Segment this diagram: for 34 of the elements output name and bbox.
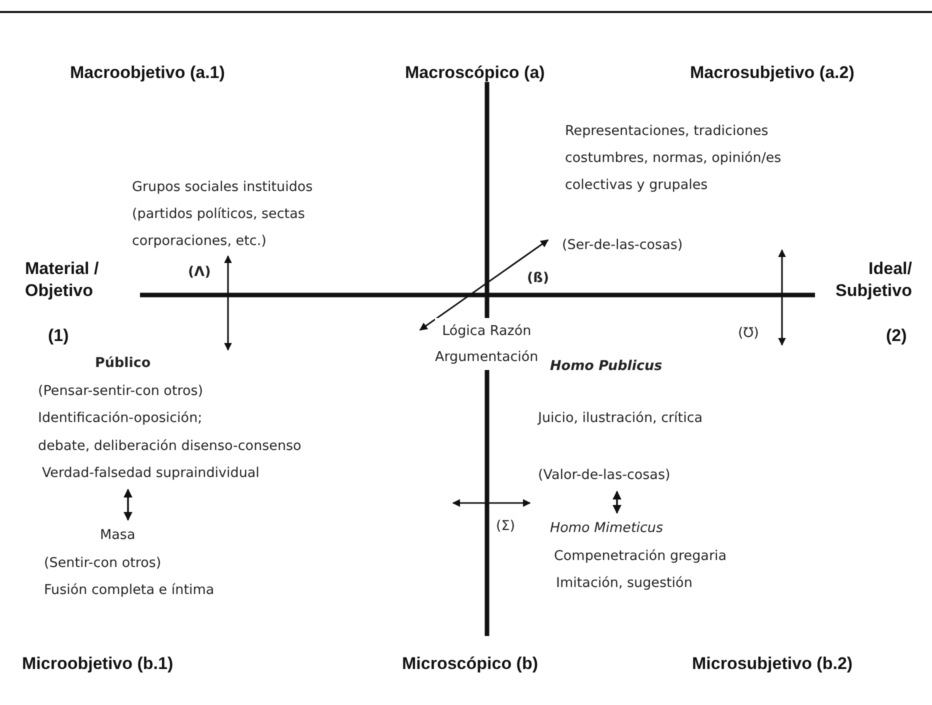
axis-label: Microscópico (b) <box>402 653 538 675</box>
text-label: (Σ) <box>496 517 516 536</box>
text-label: Juicio, ilustración, crítica <box>538 409 703 428</box>
axis-label: Macroscópico (a) <box>405 62 545 84</box>
text-line: Fusión completa e íntima <box>44 581 214 600</box>
text-label: (Ʊ) <box>738 324 759 343</box>
text-label: Representaciones, tradiciones costumbres, normas, opinión/es colectivas y grupales <box>565 122 782 195</box>
axis-label: Material / Objetivo <box>25 258 100 302</box>
text-label: Grupos sociales instituidos (partidos políticos, sectas corporaciones, etc.) <box>132 178 314 251</box>
text-line: (Valor-de-las-cosas) <box>538 466 670 485</box>
axis-label: Ideal/ Subjetivo <box>834 258 912 302</box>
axis-label: Macrosubjetivo (a.2) <box>690 62 854 84</box>
text-line: debate, deliberación disenso-consenso <box>38 436 302 456</box>
text-label: Homo Publicus <box>550 357 662 376</box>
symbol-label: (ß) <box>527 269 550 288</box>
text-line: (Sentir-con otros) <box>44 554 162 572</box>
text-label: Lógica Razón Argumentación <box>435 318 538 370</box>
text-line: Masa <box>100 526 136 545</box>
axis-label: (2) <box>886 325 907 347</box>
text-label: (Ser-de-las-cosas) <box>562 236 683 255</box>
arrow <box>124 488 132 521</box>
axis-label: Microsubjetivo (b.2) <box>692 653 853 675</box>
heading: Homo Mimeticus <box>550 519 664 538</box>
symbol-label: (Λ) <box>188 263 211 282</box>
text-line: Compenetración gregaria <box>554 546 727 566</box>
text-line: Verdad-falsedad supraindividual <box>42 464 260 483</box>
arrow <box>612 490 622 514</box>
text-line: Imitación, sugestión <box>556 574 692 593</box>
text-line: Identificación-oposición; <box>38 409 202 428</box>
axis-label: Macroobjetivo (a.1) <box>70 62 225 84</box>
axis-label: Microobjetivo (b.1) <box>22 653 174 675</box>
text-line: (Pensar-sentir-con otros) <box>38 382 204 400</box>
heading: Público <box>95 354 151 373</box>
axis-label: (1) <box>48 325 69 347</box>
